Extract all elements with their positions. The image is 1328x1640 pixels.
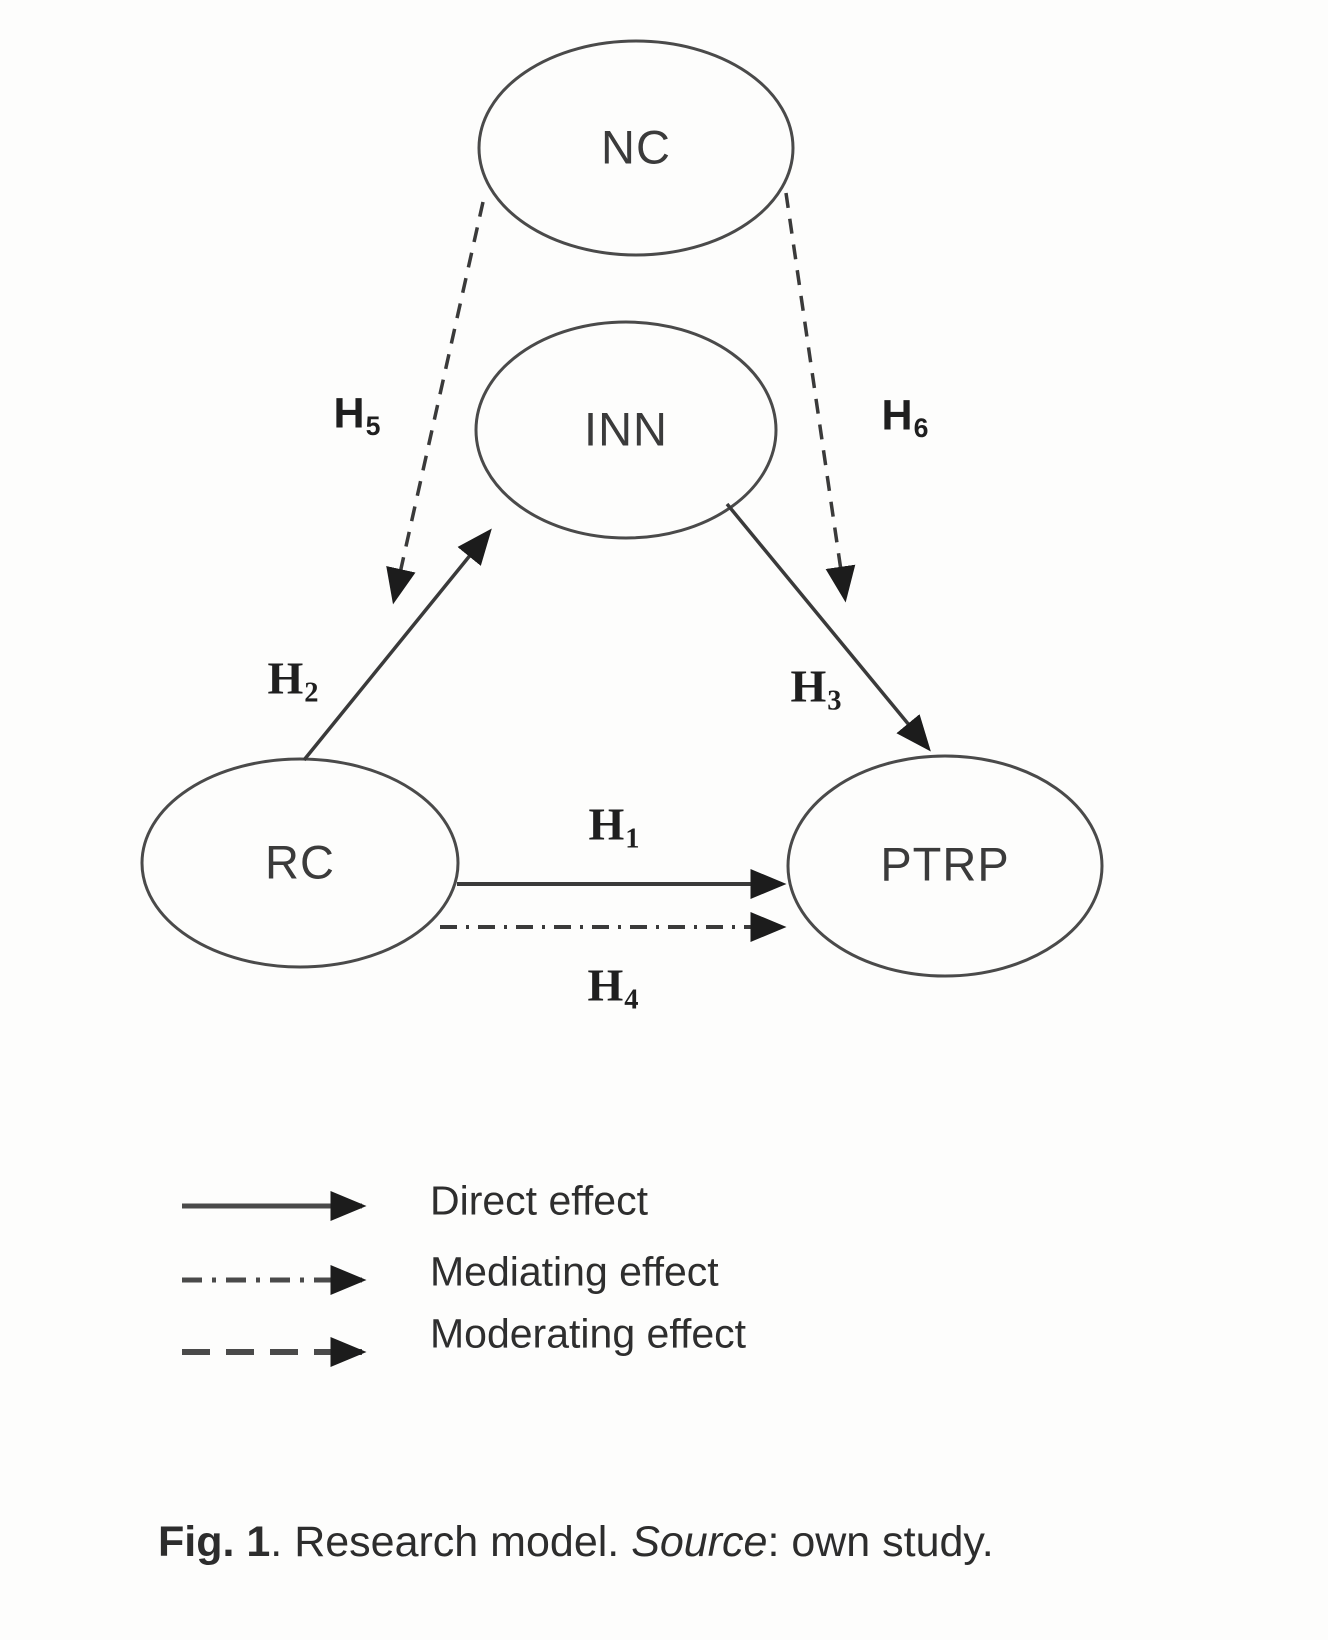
legend-mediating-label: Mediating effect bbox=[430, 1248, 719, 1295]
h5-label: H5 bbox=[333, 389, 381, 441]
h4-label: H4 bbox=[587, 959, 639, 1016]
h2-arrow-rc-to-inn bbox=[302, 528, 492, 762]
legend-moderating-label: Moderating effect bbox=[430, 1310, 747, 1357]
h5-arrow-nc-moderating bbox=[386, 201, 485, 605]
nc-node-label: NC bbox=[601, 120, 671, 174]
ptrp-node-label: PTRP bbox=[880, 837, 1010, 891]
figure-caption: Fig. 1. Research model. Source: own stud… bbox=[158, 1518, 994, 1567]
legend-direct-label: Direct effect bbox=[430, 1177, 648, 1224]
caption-fig-number: Fig. 1 bbox=[158, 1518, 271, 1566]
h6-label: H6 bbox=[881, 391, 929, 443]
h1-label: H1 bbox=[588, 798, 640, 855]
inn-node-label: INN bbox=[584, 402, 668, 456]
rc-ellipse bbox=[140, 757, 460, 969]
h3-arrow-inn-to-ptrp bbox=[725, 502, 931, 752]
nc-ellipse bbox=[477, 39, 795, 257]
ptrp-ellipse bbox=[786, 754, 1104, 978]
caption-title: . Research model. bbox=[270, 1518, 632, 1566]
caption-source-text: : own study. bbox=[767, 1518, 994, 1566]
h2-label: H2 bbox=[267, 652, 319, 709]
inn-ellipse bbox=[474, 320, 778, 540]
h6-arrow-nc-moderating bbox=[784, 192, 856, 603]
caption-source-word: Source bbox=[631, 1518, 768, 1566]
rc-node-label: RC bbox=[265, 835, 335, 889]
h3-label: H3 bbox=[790, 660, 842, 717]
